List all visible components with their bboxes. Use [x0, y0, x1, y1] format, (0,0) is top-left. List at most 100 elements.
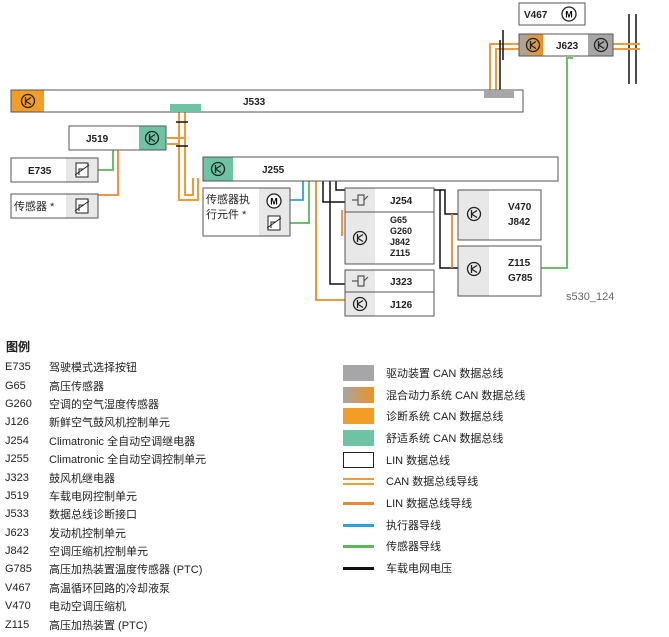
legend-code: J623 [5, 526, 29, 539]
g65-label: G65 [390, 215, 407, 225]
j842-label: J842 [390, 237, 410, 247]
j254-label: J254 [390, 196, 413, 207]
legend-desc: 高压传感器 [49, 380, 104, 393]
bus-legend-list: 驱动装置 CAN 数据总线混合动力系统 CAN 数据总线诊断系统 CAN 数据总… [343, 362, 525, 579]
bus-legend-item: 混合动力系统 CAN 数据总线 [343, 384, 525, 406]
bus-legend-item: 驱动装置 CAN 数据总线 [343, 362, 525, 384]
legend-code: J842 [5, 545, 29, 558]
can-wire-j623-right [612, 43, 640, 50]
j519-label: J519 [86, 134, 109, 145]
can-wire-j533-j519 [167, 110, 199, 201]
legend-desc: 空调的空气湿度传感器 [49, 398, 159, 411]
j842-box-label: J842 [508, 217, 531, 228]
can-wire-j533-j623 [489, 43, 520, 92]
sensor-actuator-box: 传感器执 行元件 * [202, 187, 291, 237]
legend-item: J126 新鲜空气鼓风机控制单元 [5, 413, 206, 431]
bus-legend-label: 混合动力系统 CAN 数据总线 [386, 389, 526, 402]
legend-desc: 高温循环回路的冷却液泵 [49, 582, 170, 595]
motor-icon [266, 193, 282, 209]
legend-desc: 数据总线诊断接口 [49, 509, 137, 522]
legend-title: 图例 [6, 340, 31, 354]
j255-box: J255 [202, 156, 559, 182]
sensor-actuator-label-2: 行元件 * [206, 208, 247, 221]
lin-bus-swatch [343, 451, 374, 468]
legend-code: G785 [5, 563, 32, 576]
legend-desc: Climatronic 全自动空调继电器 [49, 435, 196, 448]
figure-id: s530_124 [566, 291, 614, 303]
bus-legend-label: CAN 数据总线导线 [386, 476, 479, 489]
lin-wire-j255 [315, 181, 453, 301]
actuator-line-swatch [343, 517, 374, 533]
legend-code: J519 [5, 489, 29, 502]
legend-code: J126 [5, 416, 29, 429]
j519-box: J519 [68, 125, 167, 151]
j533-box: J533 [10, 89, 524, 113]
legend-desc: 新鲜空气鼓风机控制单元 [49, 417, 170, 430]
legend-code: G260 [5, 397, 32, 410]
bus-legend-item: 车载电网电压 [343, 557, 525, 579]
j254-group-box: J254 G65 G260 J842 Z115 [344, 187, 435, 265]
bus-legend-item: LIN 数据总线 [343, 449, 525, 471]
linwire-line-swatch [343, 495, 374, 511]
bus-legend-item: 执行器导线 [343, 514, 525, 536]
bus-legend-label: LIN 数据总线 [386, 454, 451, 467]
legend-code: J323 [5, 471, 29, 484]
bus-legend-label: 驱动装置 CAN 数据总线 [386, 367, 504, 380]
legend-desc: Climatronic 全自动空调控制单元 [49, 454, 207, 467]
legend-code: G65 [5, 379, 26, 392]
legend-code: V470 [5, 600, 31, 613]
legend-desc: 空调压缩机控制单元 [49, 546, 148, 559]
sensor-line-swatch [343, 538, 374, 554]
j323-box: J323 J126 [344, 269, 435, 317]
bus-legend-item: LIN 数据总线导线 [343, 492, 525, 514]
legend-item: J533 数据总线诊断接口 [5, 505, 206, 523]
actuator-wire-j255 [290, 181, 304, 201]
motor-icon [561, 6, 577, 22]
sensor-box: 传感器 * [10, 193, 99, 219]
system-diagram: M [10, 2, 640, 317]
j623-label: J623 [556, 41, 579, 52]
legend-code: J255 [5, 453, 29, 466]
z115-box: Z115 G785 [457, 245, 542, 297]
sensor-icon [74, 162, 90, 178]
sensor-icon [74, 198, 90, 214]
bus-legend-item: 诊断系统 CAN 数据总线 [343, 405, 525, 427]
j255-label: J255 [262, 165, 285, 176]
v470-label: V470 [508, 202, 532, 213]
legend-code: V467 [5, 581, 31, 594]
sensor-icon [266, 215, 282, 231]
z115-label: Z115 [390, 248, 410, 258]
lin-wire-j519-e735 [98, 150, 119, 196]
legend-desc: 鼓风机继电器 [49, 472, 115, 485]
sensor-wire-e735 [98, 150, 114, 171]
sensor-wire-j255 [290, 181, 310, 224]
bus-legend-item: 舒适系统 CAN 数据总线 [343, 427, 525, 449]
e735-label: E735 [28, 166, 52, 177]
legend-item: V467 高温循环回路的冷却液泵 [5, 579, 206, 597]
j126-label: J126 [390, 300, 413, 311]
v467-box: V467 [518, 2, 586, 26]
legend-item: J255 Climatronic 全自动空调控制单元 [5, 450, 206, 468]
z115-box-label: Z115 [508, 258, 531, 269]
legend-item: G65 高压传感器 [5, 376, 206, 394]
legend-item: J842 空调压缩机控制单元 [5, 542, 206, 560]
legend-code: J533 [5, 508, 29, 521]
sensor-box-label: 传感器 * [14, 200, 55, 213]
comfort-can-swatch [343, 429, 374, 446]
canwire-line-swatch [343, 473, 374, 489]
bus-legend-item: CAN 数据总线导线 [343, 470, 525, 492]
bus-legend-label: 传感器导线 [386, 541, 441, 554]
legend-code: E735 [5, 361, 31, 374]
j533-label: J533 [243, 97, 266, 108]
power-line-swatch [343, 560, 374, 576]
drive-can-swatch [343, 364, 374, 381]
j623-box: J623 [518, 33, 614, 57]
bus-legend-label: 车载电网电压 [386, 563, 452, 576]
hybrid-can-swatch [343, 386, 374, 403]
